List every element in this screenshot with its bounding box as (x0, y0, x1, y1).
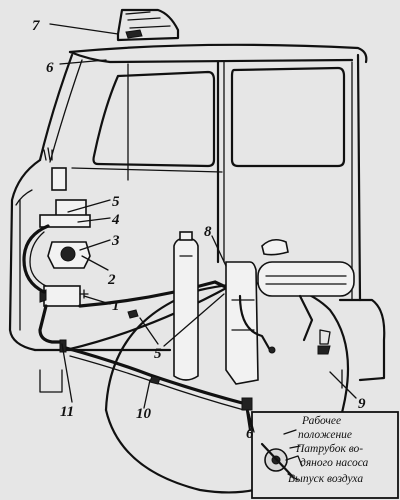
label-4: 4 (111, 212, 120, 228)
door-frames (71, 60, 225, 264)
upper-valve (51, 167, 67, 191)
caption-working: Рабочее (301, 415, 341, 427)
window-front (92, 70, 216, 168)
air-cleaner (257, 238, 355, 297)
roof-air-intake (116, 8, 180, 42)
leader-lines (49, 23, 357, 433)
label-1: 1 (112, 298, 120, 314)
caption-pipe: Патрубок во- (295, 443, 363, 455)
label-11: 11 (60, 404, 74, 420)
label-2: 2 (107, 272, 116, 288)
heater-unit (39, 147, 91, 307)
engine-details (298, 294, 386, 389)
label-5-upper: 5 (112, 194, 120, 210)
label-7: 7 (32, 18, 40, 34)
caption-air-release: Выпуск воздуха (288, 473, 363, 485)
caption-position: положение (298, 429, 352, 441)
label-8: 8 (204, 224, 212, 240)
label-6-bottom: 6 (246, 426, 254, 442)
label-5-lower: 5 (154, 346, 162, 362)
motor-hub (60, 246, 76, 262)
cab-outline (8, 43, 368, 393)
tap-position-inset (251, 411, 399, 499)
engine-block (225, 261, 276, 385)
window-rear (230, 66, 346, 168)
heater-valve-body (43, 285, 81, 307)
reference-numerals: 7 6 5 4 3 2 1 5 8 9 10 11 6 (32, 18, 366, 442)
water-tank (173, 231, 199, 381)
label-10: 10 (136, 406, 152, 422)
label-3: 3 (111, 233, 120, 249)
label-6-top: 6 (46, 60, 54, 76)
label-9: 9 (358, 396, 366, 412)
caption-water-pump: дяного насоса (300, 457, 369, 469)
inset-captions: Рабочее положение Патрубок во- дяного на… (288, 415, 369, 485)
